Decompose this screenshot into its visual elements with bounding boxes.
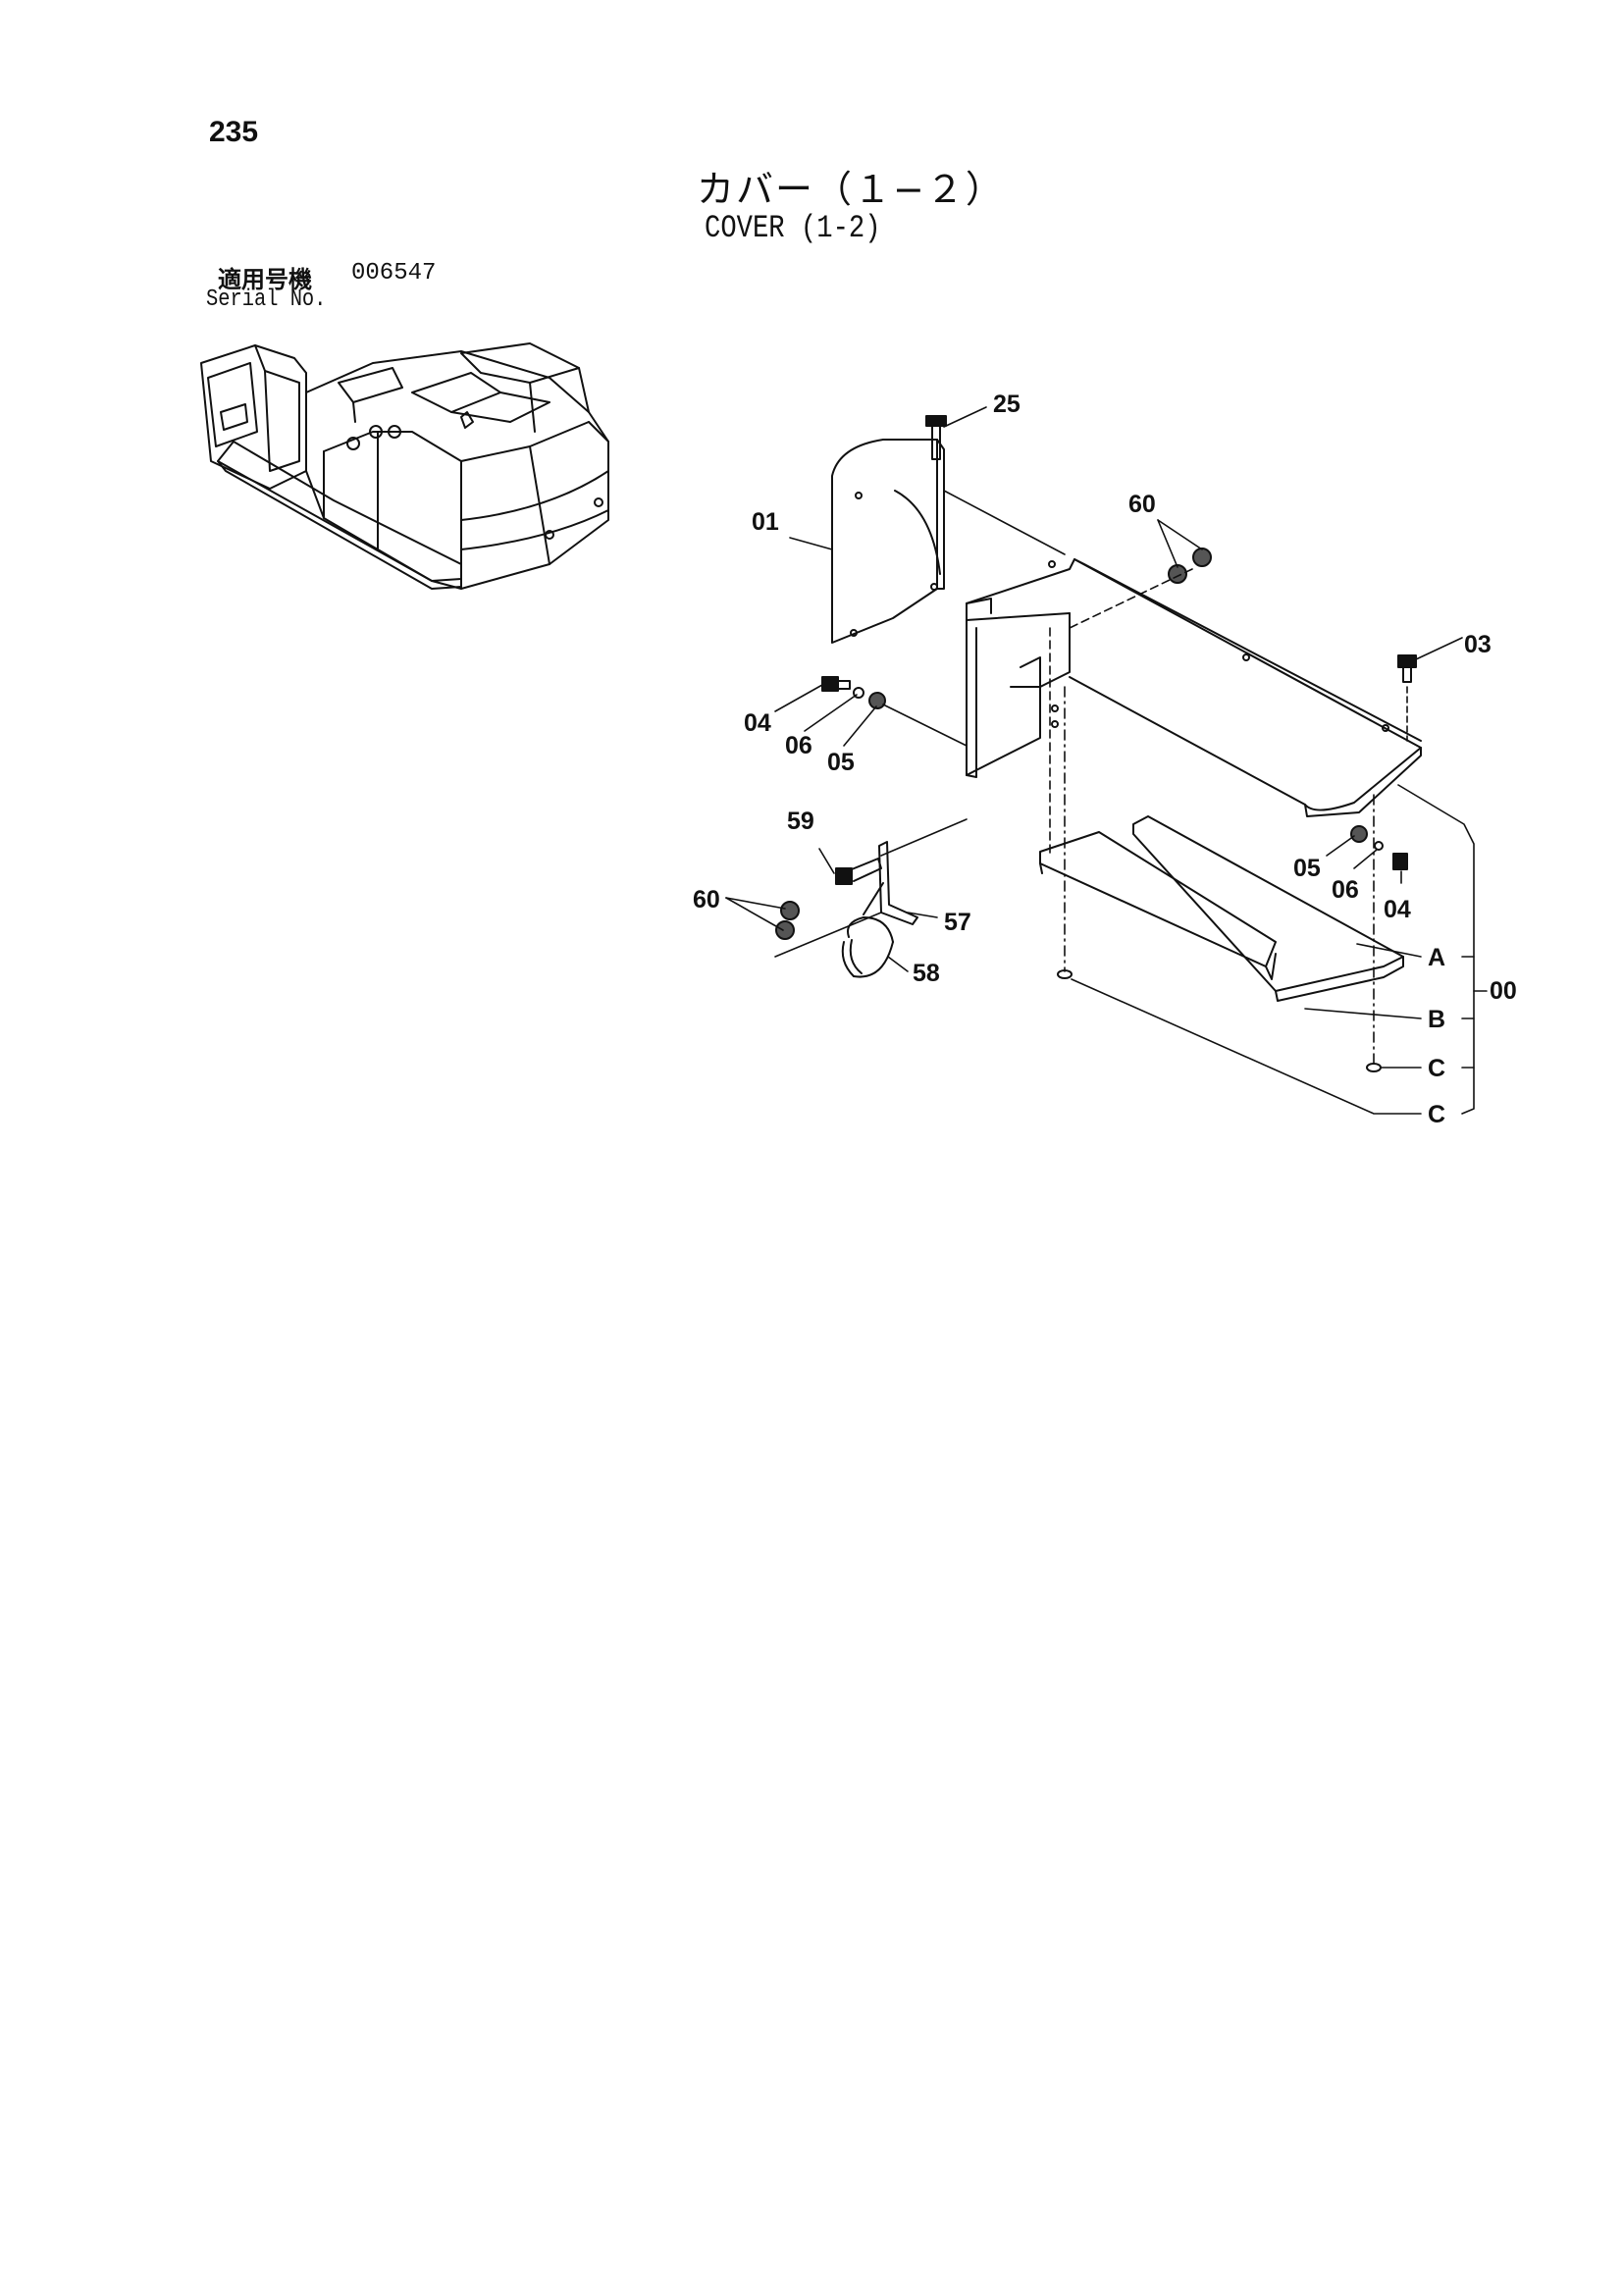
page-title-english: COVER (1-2) (705, 210, 881, 246)
callout-60-bottom: 60 (693, 886, 720, 913)
callout-06-right: 06 (1332, 876, 1359, 904)
callout-04-right: 04 (1384, 896, 1411, 923)
callout-60-top: 60 (1128, 491, 1156, 518)
callout-00: 00 (1490, 977, 1517, 1005)
page-title-japanese: カバー（１−２） (697, 168, 1005, 211)
callout-labels: 25 01 60 03 04 06 05 59 60 57 58 05 06 0… (693, 391, 1517, 1128)
machine-overview-illustration (200, 342, 609, 590)
callout-C-lower: C (1428, 1101, 1445, 1128)
callout-03: 03 (1464, 631, 1492, 658)
callout-B: B (1428, 1006, 1445, 1033)
serial-number-value: 006547 (351, 260, 437, 287)
callout-A: A (1428, 944, 1445, 971)
assembly-lines (725, 406, 1488, 1115)
callout-57: 57 (944, 909, 971, 936)
part-01-side-cover (831, 439, 945, 644)
page-number: 235 (209, 116, 259, 148)
callout-25: 25 (993, 391, 1021, 418)
callout-58: 58 (913, 960, 940, 987)
callout-05-left: 05 (827, 749, 855, 776)
serial-label-english: Serial No. (206, 287, 327, 313)
callout-06-left: 06 (785, 732, 812, 759)
callout-05-right: 05 (1293, 855, 1321, 882)
serial-label-japanese: 適用号機 (218, 266, 312, 293)
callout-59: 59 (787, 808, 814, 835)
panels-a-b (1039, 815, 1404, 1072)
callout-04-left: 04 (744, 709, 771, 737)
hardware-bolts (775, 415, 1417, 978)
callout-C-upper: C (1428, 1055, 1445, 1082)
main-bracket-and-top-cover (966, 558, 1422, 817)
callout-01: 01 (752, 508, 779, 536)
